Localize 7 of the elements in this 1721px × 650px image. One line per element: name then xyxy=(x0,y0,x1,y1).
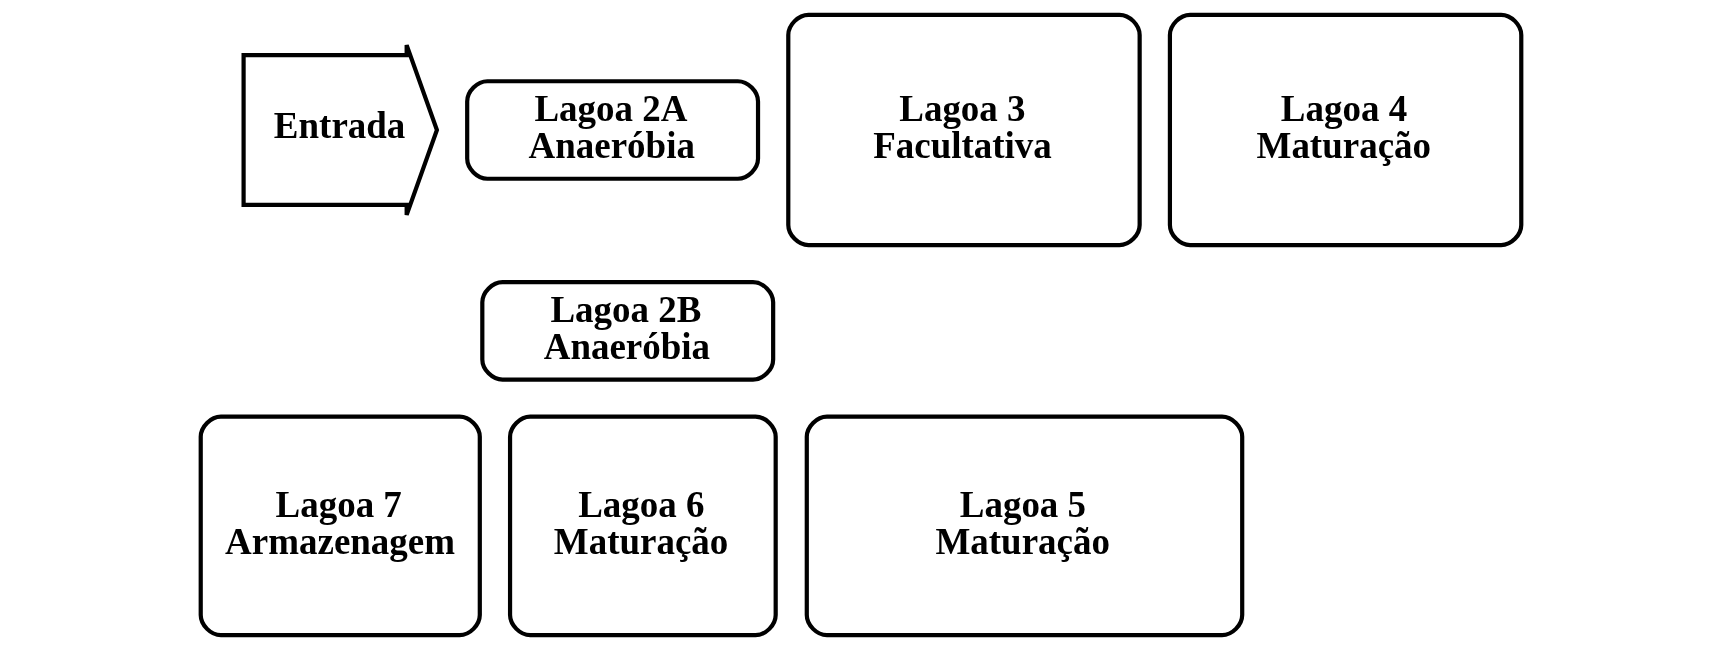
node-box: Lagoa 2A Anaeróbia xyxy=(464,79,760,181)
node-box: Lagoa 6 Maturação xyxy=(507,414,778,638)
node-box: Lagoa 2B Anaeróbia xyxy=(479,280,775,382)
node-box: Lagoa 7 Armazenagem xyxy=(198,414,482,638)
node-box: Lagoa 3 Facultativa xyxy=(785,12,1142,248)
node-box: Lagoa 5 Maturação xyxy=(804,414,1244,638)
node-box: Lagoa 4 Maturação xyxy=(1167,12,1523,248)
